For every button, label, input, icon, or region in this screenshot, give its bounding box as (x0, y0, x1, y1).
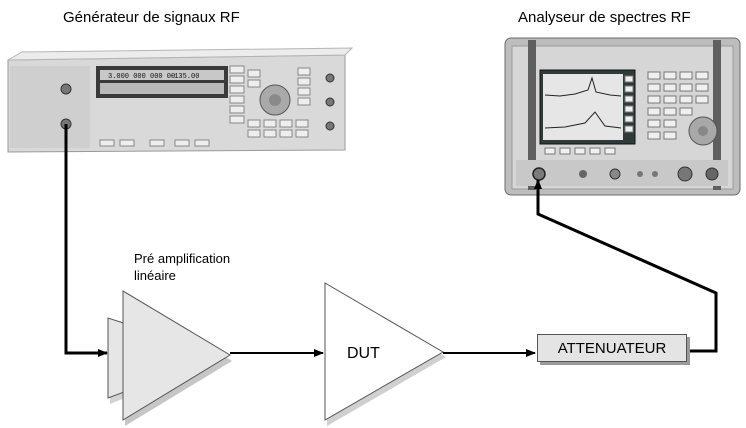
preamp-label-line1: Pré amplification (134, 251, 231, 266)
attenuator-box: ATTENUATEUR (537, 334, 687, 362)
generator-level: -135.00 (170, 73, 199, 81)
preamp-label-line2: linéaire (134, 268, 176, 283)
signal-generator: 3.000 000 000 00 -135.00 (7, 47, 354, 153)
generator-frequency: 3.000 000 000 00 (108, 73, 175, 81)
analyzer-title: Analyseur de spectres RF (518, 9, 691, 26)
spectrum-analyzer (504, 37, 741, 196)
wire-generator-to-preamp (64, 124, 108, 357)
generator-title: Générateur de signaux RF (63, 9, 240, 26)
preamp-label: Pré amplification linéaire (134, 250, 230, 284)
preamplifier (107, 290, 232, 426)
wire-attenuator-to-analyzer (534, 179, 718, 353)
dut-amplifier (324, 282, 446, 426)
dut-label: DUT (347, 345, 380, 362)
analyzer-rf-input-connector (532, 167, 546, 181)
generator-rf-out-connector (60, 83, 72, 95)
